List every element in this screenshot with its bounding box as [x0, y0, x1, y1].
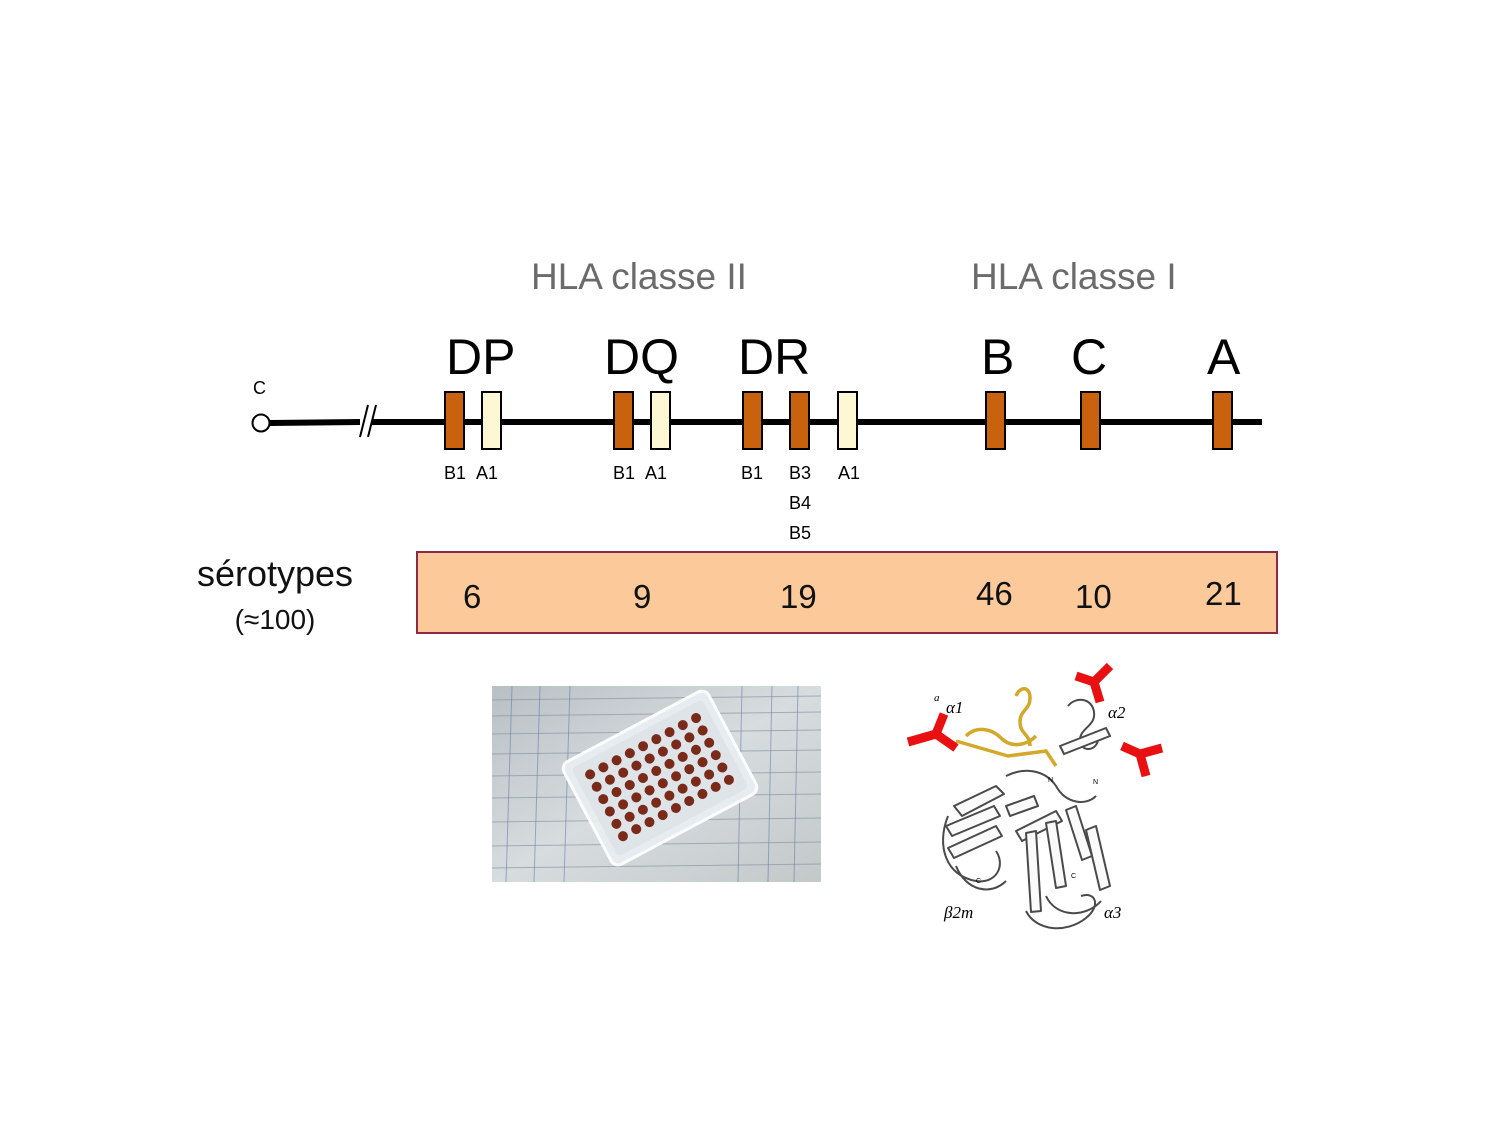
- locus-b: B: [981, 329, 1015, 385]
- gene-label-dr-b1: B1: [741, 463, 764, 483]
- locus-dp: DP: [446, 329, 516, 385]
- structure-label-n2: N: [1093, 779, 1098, 786]
- gene-c: [1080, 391, 1101, 450]
- chromosome-map: [251, 391, 1262, 450]
- gene-b: [985, 391, 1006, 450]
- gene-dp-b1: [444, 391, 465, 450]
- serotype-count-c: 10: [1075, 578, 1112, 615]
- hla-molecule-illustration: a α1 α2 N N C C β2m α3: [906, 662, 1164, 930]
- gene-dq-a1: [650, 391, 671, 450]
- gene-label-dq-b1: B1: [613, 463, 636, 483]
- gene-label-dr-b5: B5: [789, 523, 812, 543]
- serotype-count-a: 21: [1205, 575, 1242, 612]
- serotypes-label: sérotypes: [196, 553, 354, 594]
- chromosome-break-mark: [359, 404, 377, 438]
- gene-label-dp-b1: B1: [444, 463, 467, 483]
- structure-label-b2m: β2m: [943, 903, 973, 922]
- alpha2-domain: [1058, 698, 1112, 756]
- locus-dr: DR: [738, 329, 811, 385]
- microplate: [561, 689, 759, 867]
- serotype-count-dq: 9: [633, 578, 652, 615]
- chromosome-arm-short: [269, 419, 361, 426]
- locus-a: A: [1207, 329, 1241, 385]
- locus-c: C: [1071, 329, 1108, 385]
- gene-dp-a1: [481, 391, 502, 450]
- hla-class-ii-label: HLA classe II: [531, 256, 747, 297]
- centromere-label: C: [253, 378, 266, 398]
- structure-label-c1: C: [976, 878, 981, 885]
- serotype-count-dr: 19: [780, 578, 817, 615]
- alpha-helices: [955, 687, 1058, 767]
- beta-sheets-lower: [945, 785, 1111, 913]
- structure-label-a: a: [934, 692, 940, 704]
- serotype-count-box: [416, 551, 1278, 634]
- structure-label-alpha3: α3: [1104, 903, 1121, 922]
- gene-dr-a1: [837, 391, 858, 450]
- gene-label-dp-a1: A1: [476, 463, 499, 483]
- gene-label-dr-a1: A1: [838, 463, 861, 483]
- structure-label-alpha2: α2: [1108, 703, 1126, 722]
- antibodies: [906, 662, 1164, 778]
- serotype-count-b: 46: [976, 575, 1013, 612]
- structure-label-n1: N: [1048, 777, 1053, 784]
- gene-label-dr-b4: B4: [789, 493, 812, 513]
- gene-dr-b3-b4-b5: [789, 391, 810, 450]
- gene-label-dq-a1: A1: [645, 463, 668, 483]
- gene-dr-b1: [742, 391, 763, 450]
- centromere-circle: [251, 413, 271, 433]
- microplate-photo: [492, 686, 821, 882]
- serotypes-total: (≈100): [234, 604, 316, 635]
- locus-dq: DQ: [604, 329, 679, 385]
- gene-label-dr-b3: B3: [789, 463, 812, 483]
- gene-dq-b1: [613, 391, 634, 450]
- gene-a: [1212, 391, 1233, 450]
- hla-class-i-label: HLA classe I: [971, 256, 1177, 297]
- structure-label-c2: C: [1071, 873, 1076, 880]
- structure-label-alpha1: α1: [946, 698, 963, 717]
- serotype-count-dp: 6: [463, 578, 482, 615]
